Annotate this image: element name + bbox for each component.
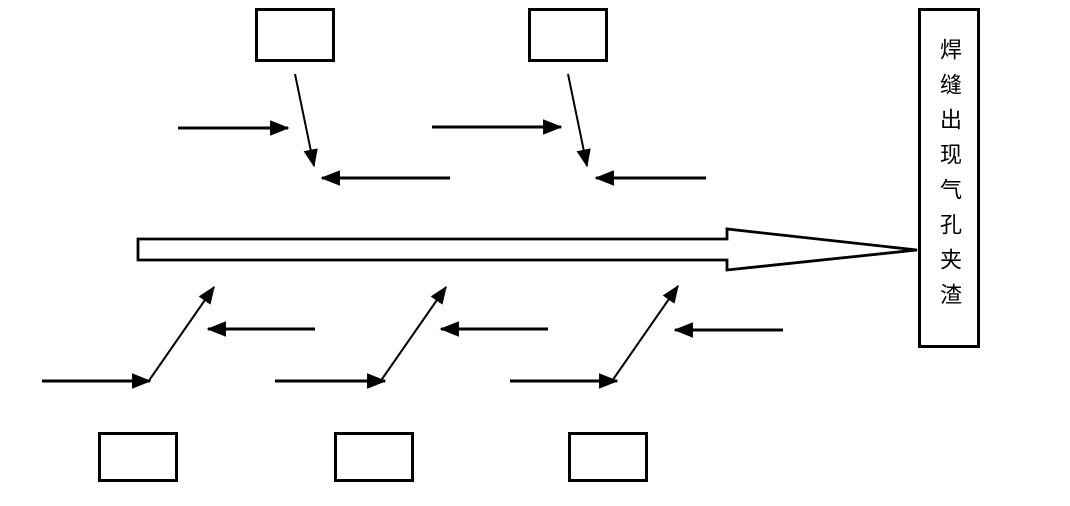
bottom-cause-box-1 bbox=[98, 432, 178, 482]
top-cause-box-1 bbox=[255, 8, 335, 62]
bottom-cause-box-3 bbox=[568, 432, 648, 482]
top-branch-2-diagonal-arrow bbox=[567, 73, 591, 168]
effect-box-text: 焊缝出现气孔夹渣 bbox=[937, 38, 962, 318]
top-branch-1-diagonal-arrow bbox=[294, 73, 318, 168]
bottom-branch-2-diagonal-arrow bbox=[379, 285, 447, 383]
top-cause-box-2 bbox=[528, 8, 608, 62]
bottom-cause-box-2 bbox=[334, 432, 414, 482]
bottom-branch-3-diagonal-arrow bbox=[611, 284, 679, 382]
bottom-branch-1-diagonal-arrow bbox=[147, 285, 215, 383]
effect-box: 焊缝出现气孔夹渣 bbox=[918, 8, 980, 348]
spine-block-arrow bbox=[136, 227, 918, 272]
